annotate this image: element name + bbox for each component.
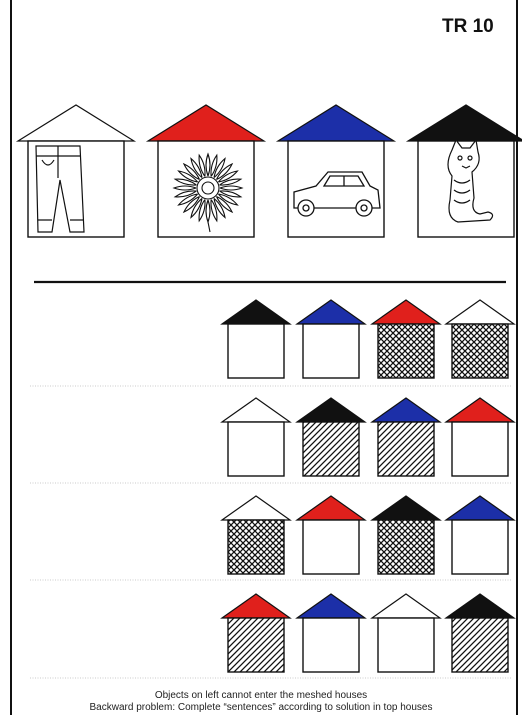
answer-row — [222, 398, 514, 476]
roof-blue — [446, 496, 514, 520]
roof-blue — [372, 398, 440, 422]
house-body-empty — [303, 520, 359, 574]
top-house-blue — [278, 105, 394, 237]
roof-white — [372, 594, 440, 618]
roof-red — [222, 594, 290, 618]
roof-red — [372, 300, 440, 324]
house-body-empty — [378, 618, 434, 672]
roof-white — [446, 300, 514, 324]
answer-house-hatched — [297, 398, 365, 476]
answer-house-hatched — [372, 398, 440, 476]
roof-blue — [278, 105, 394, 141]
answer-house-empty — [222, 300, 290, 378]
roof-blue — [297, 300, 365, 324]
roof-black — [297, 398, 365, 422]
answer-house-empty — [297, 496, 365, 574]
roof-red — [446, 398, 514, 422]
roof-white — [18, 105, 134, 141]
answer-house-meshed — [372, 496, 440, 574]
roof-white — [222, 496, 290, 520]
answer-row — [222, 300, 514, 378]
answer-house-empty — [446, 398, 514, 476]
house-body-meshed — [228, 520, 284, 574]
house-body-meshed — [378, 324, 434, 378]
roof-black — [408, 105, 522, 141]
answer-row — [222, 594, 514, 672]
top-house-red — [148, 105, 264, 237]
answer-house-empty — [297, 594, 365, 672]
roof-white — [222, 398, 290, 422]
house-body-hatched — [228, 618, 284, 672]
house-body-hatched — [452, 618, 508, 672]
answer-house-hatched — [222, 594, 290, 672]
roof-black — [222, 300, 290, 324]
answer-house-meshed — [372, 300, 440, 378]
house-body-meshed — [378, 520, 434, 574]
house-body-hatched — [303, 422, 359, 476]
top-houses — [18, 105, 522, 237]
footer-line-2: Backward problem: Complete “sentences” a… — [0, 702, 522, 713]
roof-blue — [297, 594, 365, 618]
house-body-meshed — [452, 324, 508, 378]
answer-house-empty — [446, 496, 514, 574]
house-body-empty — [452, 520, 508, 574]
answer-house-meshed — [446, 300, 514, 378]
house-body-empty — [452, 422, 508, 476]
roof-black — [446, 594, 514, 618]
house-body-empty — [228, 422, 284, 476]
house-body-hatched — [378, 422, 434, 476]
roof-red — [148, 105, 264, 141]
footer-line-1: Objects on left cannot enter the meshed … — [0, 690, 522, 701]
answer-house-hatched — [446, 594, 514, 672]
answer-house-empty — [372, 594, 440, 672]
roof-red — [297, 496, 365, 520]
answer-rows — [222, 300, 514, 672]
answer-house-empty — [222, 398, 290, 476]
answer-row — [222, 496, 514, 574]
roof-black — [372, 496, 440, 520]
house-body-empty — [303, 324, 359, 378]
answer-house-meshed — [222, 496, 290, 574]
house-body-empty — [228, 324, 284, 378]
house-body-empty — [303, 618, 359, 672]
answer-house-empty — [297, 300, 365, 378]
